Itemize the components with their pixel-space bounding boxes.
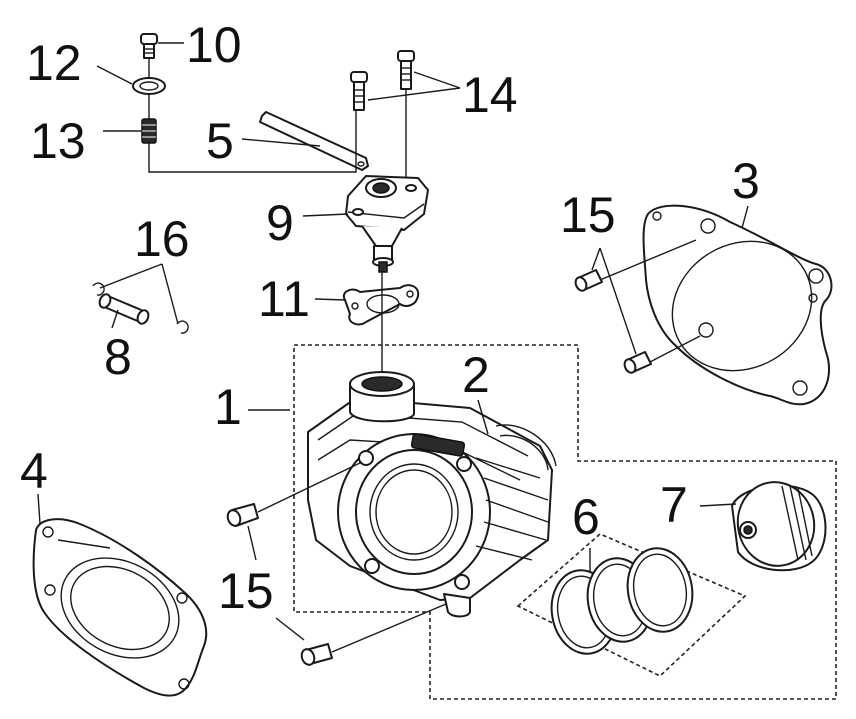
callout-9: 9 [266, 195, 294, 251]
tensioner-gasket-part [342, 284, 420, 326]
spring-part [141, 118, 157, 144]
dowel-pin-upper-part [574, 269, 652, 374]
cylinder-block-part [307, 371, 553, 618]
strap-part [259, 111, 369, 171]
washer-part [132, 77, 166, 95]
callout-12: 12 [26, 35, 82, 91]
callout-7: 7 [660, 477, 688, 533]
callout-15-upper: 15 [560, 187, 616, 243]
piston-pin-part [98, 293, 150, 325]
dowel-pin-lower-part [226, 503, 333, 666]
tensioner-part [345, 175, 429, 273]
callout-1: 1 [214, 379, 242, 435]
head-gasket-part [32, 518, 208, 697]
callout-2: 2 [462, 347, 490, 403]
callout-4: 4 [20, 443, 48, 499]
callout-16: 16 [134, 211, 190, 267]
callout-3: 3 [732, 153, 760, 209]
group-box-rings [516, 533, 747, 677]
callout-15-lower: 15 [218, 563, 274, 619]
callout-13: 13 [30, 113, 86, 169]
cylinder-side-part [495, 424, 557, 471]
callout-10: 10 [186, 17, 242, 73]
piston-part [731, 481, 827, 572]
piston-rings-part [550, 547, 694, 655]
callout-14: 14 [462, 67, 518, 123]
callout-5: 5 [206, 113, 234, 169]
callout-11: 11 [258, 271, 310, 327]
callout-6: 6 [572, 489, 600, 545]
callout-8: 8 [104, 329, 132, 385]
leader-lines [37, 42, 749, 653]
base-gasket-part [642, 204, 833, 406]
bolt-pair-part [350, 50, 415, 111]
bolt-part [140, 33, 158, 59]
group-box-cylinder [293, 344, 837, 700]
